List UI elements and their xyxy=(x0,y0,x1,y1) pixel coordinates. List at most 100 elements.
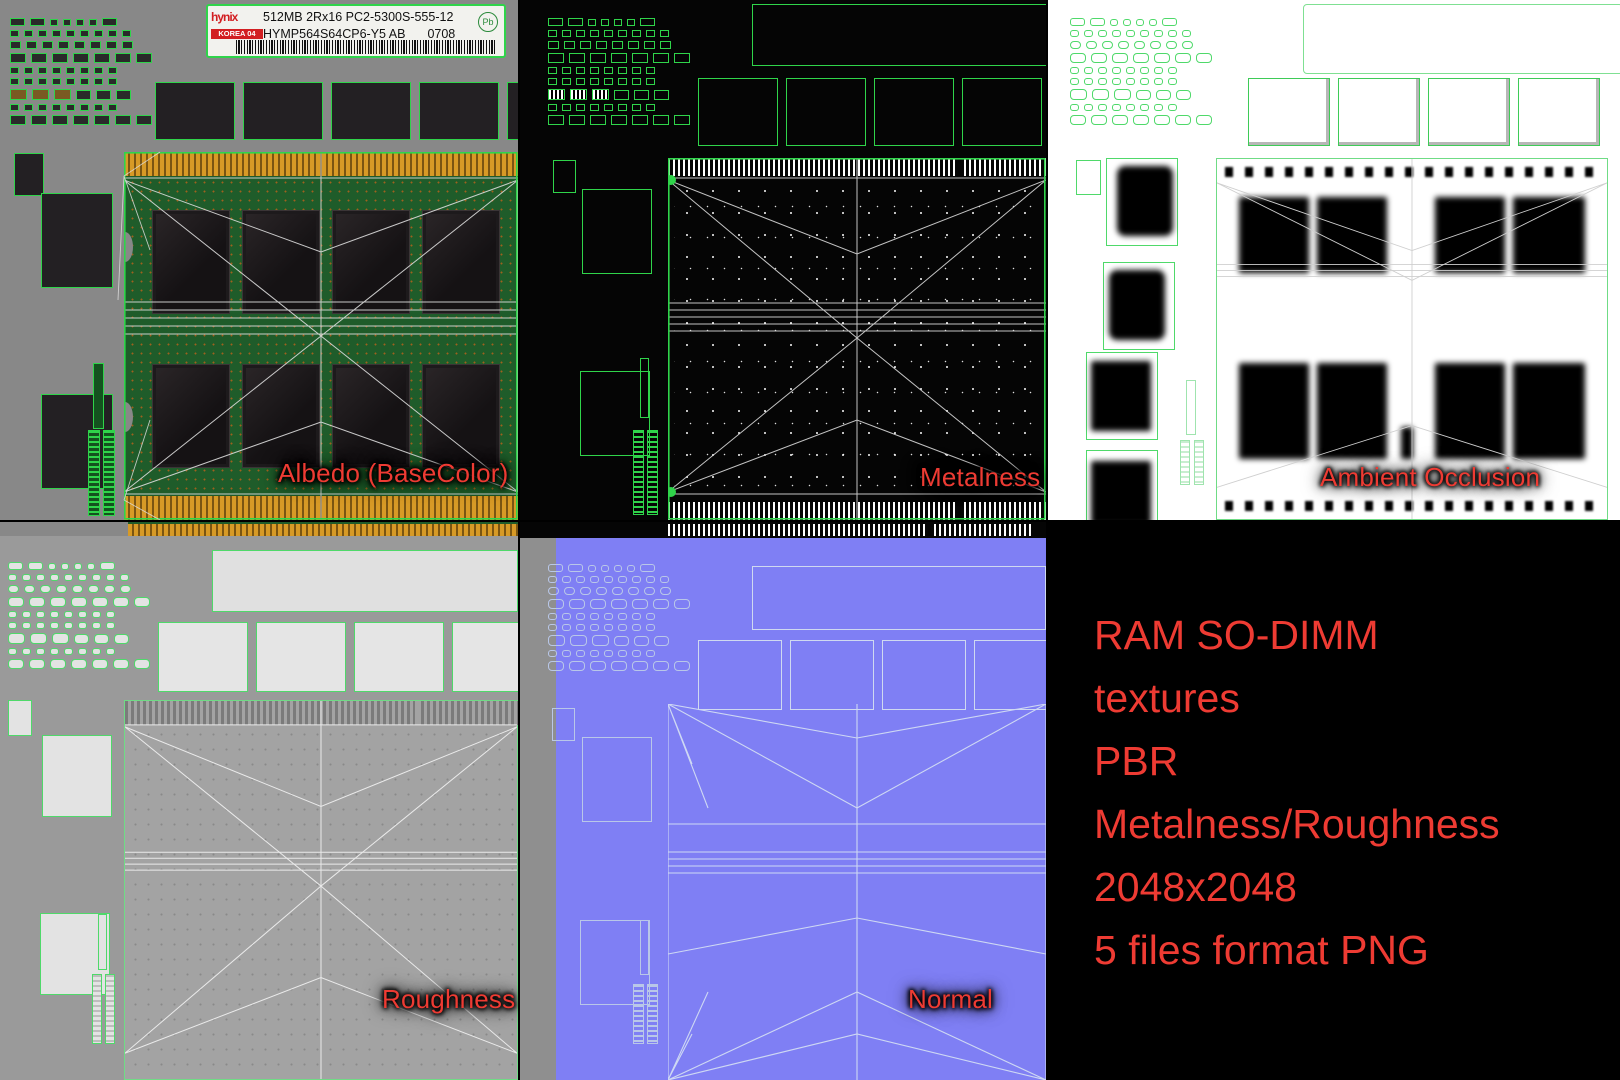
connector-strip-3-normal xyxy=(647,984,658,1044)
connector-strip-3-metal xyxy=(647,430,658,515)
connector-strip-1-rough xyxy=(98,914,107,970)
metal-contacts-top-b xyxy=(964,158,1046,176)
origin-badge: KOREA 04 xyxy=(211,28,263,39)
ao-chip-shadow-5 xyxy=(1239,363,1309,459)
chip-top-1-normal xyxy=(698,640,782,710)
chip-top-3 xyxy=(331,82,411,140)
uv-wireframe-normal xyxy=(668,704,1046,1080)
board-notch-left-2 xyxy=(117,402,133,432)
chip-side-1-rough xyxy=(42,735,112,817)
rough-grain xyxy=(129,727,515,1077)
panel-ambient-occlusion: Ambient Occlusion xyxy=(1048,0,1620,520)
chip-top-2-normal xyxy=(790,640,874,710)
caption-ambient-occlusion: Ambient Occlusion xyxy=(1320,462,1541,492)
pad-cluster xyxy=(10,18,152,125)
dimm-chip-2 xyxy=(242,210,320,314)
panel-metalness: Metalness xyxy=(520,0,1046,520)
dimm-chip-1 xyxy=(152,210,230,314)
label-line-1: 512MB 2Rx16 PC2-5300S-555-12 xyxy=(263,9,454,24)
pcb-body-metal xyxy=(668,158,1046,520)
chip-side-2-normal xyxy=(580,920,650,1005)
connector-strip-3 xyxy=(103,430,115,516)
connector-strip-1-ao xyxy=(1186,380,1196,435)
ao-chip-shadow-1 xyxy=(1239,197,1309,273)
metal-contacts-bottom-a xyxy=(668,502,958,520)
rough-contacts-top xyxy=(125,701,415,725)
gold-contacts-bottom xyxy=(124,496,518,520)
chip-top-4-metal xyxy=(962,78,1042,146)
chip-top-4-normal xyxy=(974,640,1046,710)
pad-cluster-normal xyxy=(548,564,690,671)
caption-roughness: Roughness xyxy=(382,984,516,1014)
ao-chip-shadow-7 xyxy=(1435,363,1505,459)
chip-small xyxy=(14,153,44,196)
info-line-3: PBR xyxy=(1094,738,1179,784)
chip-side-1 xyxy=(41,193,113,288)
connector-strip-2 xyxy=(88,430,100,516)
label-outline-rough xyxy=(212,550,518,612)
connector-strip-2-metal xyxy=(633,430,644,515)
chip-top-5 xyxy=(507,82,518,140)
chip-top-3-metal xyxy=(874,78,954,146)
ao-contacts-bottom xyxy=(1225,501,1599,511)
label-outline-ao xyxy=(1303,4,1620,74)
chip-top-2-ao xyxy=(1338,78,1420,146)
chip-top-4-ao xyxy=(1518,78,1600,146)
roughness-bleed-strip xyxy=(0,522,518,536)
chip-top-1-rough xyxy=(158,622,248,692)
pad-cluster-rough xyxy=(8,562,150,669)
label-part-number: HYMP564S64CP6-Y5 AB xyxy=(263,26,406,41)
chip-top-2 xyxy=(243,82,323,140)
chip-small-metal xyxy=(553,160,576,193)
connector-strip-1 xyxy=(93,363,104,429)
chip-top-3-ao xyxy=(1428,78,1510,146)
chip-top-1-metal xyxy=(698,78,778,146)
chip-side-3-ao xyxy=(1086,352,1158,440)
pcb-body-rough xyxy=(124,700,518,1080)
top-chip-row xyxy=(155,82,518,140)
chip-top-4-rough xyxy=(452,622,518,692)
connector-strip-1-normal xyxy=(640,920,649,975)
metal-contacts-top-a xyxy=(668,158,958,176)
ao-notch-shadow xyxy=(1401,427,1413,459)
chip-top-1 xyxy=(155,82,235,140)
board-notch-left-1 xyxy=(117,232,133,262)
chip-side-1-normal xyxy=(582,737,652,822)
pb-free-icon: Pb xyxy=(478,12,498,32)
chip-small-ao xyxy=(1076,160,1101,195)
label-outline-metal xyxy=(752,4,1046,66)
info-line-1: RAM SO-DIMM xyxy=(1094,612,1379,658)
connector-strip-2-ao xyxy=(1180,440,1190,485)
chip-top-4 xyxy=(419,82,499,140)
info-line-4: Metalness/Roughness xyxy=(1094,801,1500,847)
panel-albedo: hynix 512MB 2Rx16 PC2-5300S-555-12 KOREA… xyxy=(0,0,518,520)
chip-side-1-metal xyxy=(582,189,652,274)
chip-side-4-ao xyxy=(1086,450,1158,520)
caption-metalness: Metalness xyxy=(920,462,1041,492)
pcb-body xyxy=(117,152,518,520)
info-text-block: RAM SO-DIMM textures PBR Metalness/Rough… xyxy=(1094,604,1500,982)
ao-chip-shadow-6 xyxy=(1317,363,1387,459)
gold-contacts-top xyxy=(124,152,518,176)
chip-side-1-ao xyxy=(1106,158,1178,246)
barcode xyxy=(236,40,496,54)
chip-top-1-ao xyxy=(1248,78,1330,146)
rough-contacts-top-b xyxy=(421,701,518,725)
panel-normal: Normal xyxy=(520,522,1046,1080)
pad-cluster-ao xyxy=(1070,18,1212,125)
ao-chip-shadow-8 xyxy=(1513,363,1585,459)
info-line-2: textures xyxy=(1094,675,1240,721)
metal-solder-specks xyxy=(674,180,1040,496)
top-chip-row-metal xyxy=(698,78,1042,146)
hynix-logo: hynix xyxy=(211,9,238,24)
top-chip-row-normal xyxy=(698,640,1046,710)
connector-strip-1-metal xyxy=(640,358,649,418)
ao-contacts-top xyxy=(1225,167,1599,177)
caption-albedo: Albedo (BaseColor) xyxy=(278,458,509,488)
dimm-chip-3 xyxy=(332,210,410,314)
dimm-chip-8 xyxy=(422,364,500,468)
ao-chip-shadow-2 xyxy=(1317,197,1387,273)
top-chip-row-rough xyxy=(158,622,518,692)
caption-normal: Normal xyxy=(908,984,993,1014)
